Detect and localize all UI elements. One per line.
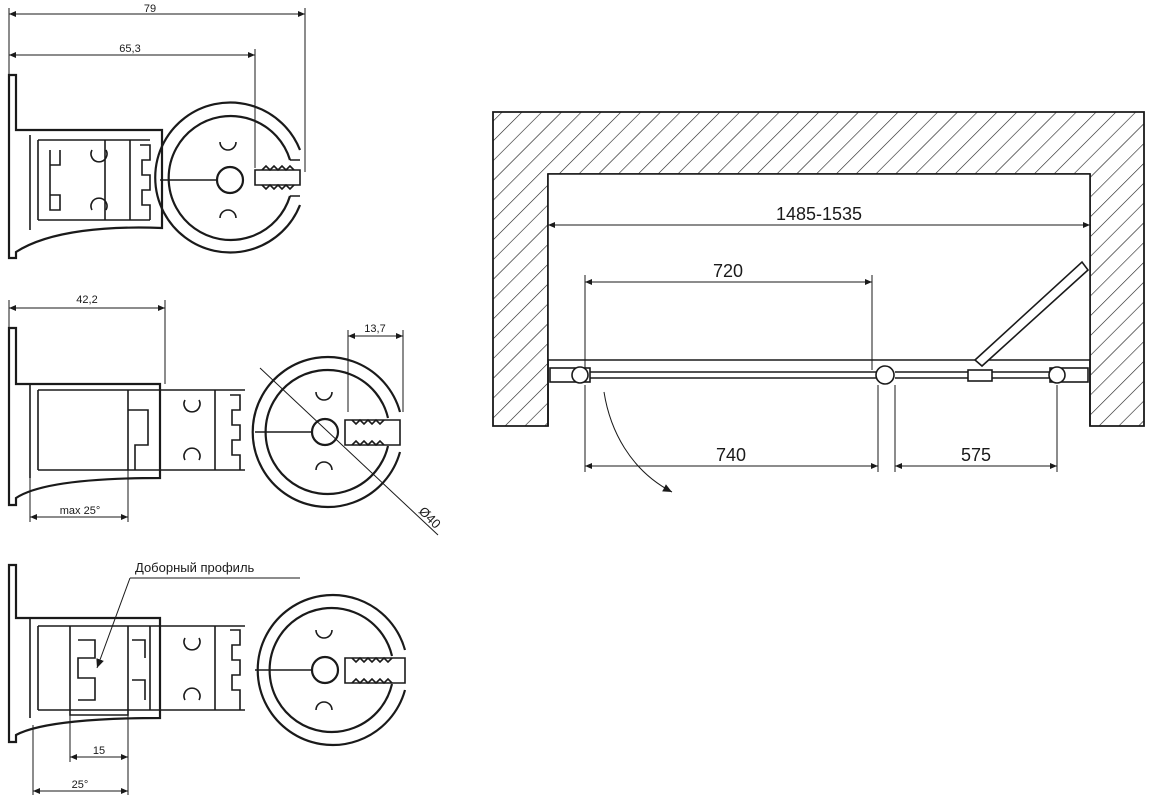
screw-boss — [183, 637, 201, 651]
leader-arrow — [96, 577, 131, 669]
dim-text-65-3: 65,3 — [119, 43, 140, 55]
dim-text-diameter: Ø40 — [416, 504, 444, 532]
screw-boss — [90, 197, 108, 211]
door-swing-arc — [603, 391, 673, 493]
post-boss — [315, 629, 333, 639]
dim-text-25: 25° — [72, 779, 89, 791]
label-additional-profile: Доборный профиль — [135, 560, 255, 575]
wall-profile-outline — [7, 73, 164, 260]
dim-text-overall: 1485-1535 — [776, 204, 862, 224]
profile-teeth — [129, 140, 151, 220]
dim-text-740: 740 — [716, 445, 746, 465]
dim-text-42-2: 42,2 — [76, 294, 97, 306]
post-teeth — [261, 164, 295, 191]
post-boss — [315, 391, 333, 401]
dim-text-15: 15 — [93, 745, 105, 757]
profile-teeth — [230, 629, 241, 710]
stabilizer-bar — [973, 260, 1090, 368]
profile-slot — [127, 390, 149, 470]
dim-text-575: 575 — [961, 445, 991, 465]
stabilizer-clamp — [967, 369, 993, 382]
round-post-outer — [251, 355, 402, 509]
screw-boss — [90, 149, 108, 163]
dim-line-diameter — [259, 367, 439, 536]
room-floor — [548, 174, 1090, 359]
screw-boss — [183, 447, 201, 461]
post-right — [1048, 366, 1066, 384]
post-slot — [344, 419, 401, 446]
post-teeth — [351, 656, 393, 685]
profile-slot — [49, 150, 61, 211]
post-teeth — [351, 418, 385, 447]
post-boss — [315, 701, 333, 711]
additional-profile-shape — [69, 626, 129, 716]
profile-teeth — [230, 394, 241, 470]
dim-text-720: 720 — [713, 261, 743, 281]
post-boss — [315, 461, 333, 471]
post-slot — [254, 159, 301, 197]
dim-text-79: 79 — [144, 3, 156, 15]
plan-view: 1485-1535 720 740 575 — [492, 111, 1145, 493]
profile-bottom: Доборный профиль 15 25° — [7, 560, 407, 795]
screw-boss — [183, 399, 201, 413]
wall-profile-outline — [7, 326, 162, 507]
dim-text-max25: max 25° — [60, 505, 100, 517]
profile-slot — [132, 626, 151, 710]
post-middle — [875, 365, 895, 385]
dim-text-13-7: 13,7 — [364, 323, 385, 335]
wall-profile-outline — [7, 563, 162, 744]
profile-middle: 42,2 13,7 Ø40 max 25° — [7, 294, 444, 536]
post-slot — [344, 657, 406, 684]
screw-boss — [183, 687, 201, 701]
post-center-hole — [310, 655, 340, 685]
profile-top: 79 65,3 — [7, 3, 306, 260]
post-left — [571, 366, 589, 384]
round-post-inner — [167, 114, 292, 242]
profile-inner — [29, 384, 245, 478]
post-center-hole — [310, 417, 340, 447]
post-center-hole — [215, 165, 245, 195]
round-post-outer — [154, 101, 302, 254]
profile-inner — [29, 135, 150, 230]
post-boss — [219, 209, 237, 219]
post-boss — [219, 141, 237, 151]
profile-inner — [29, 618, 245, 718]
